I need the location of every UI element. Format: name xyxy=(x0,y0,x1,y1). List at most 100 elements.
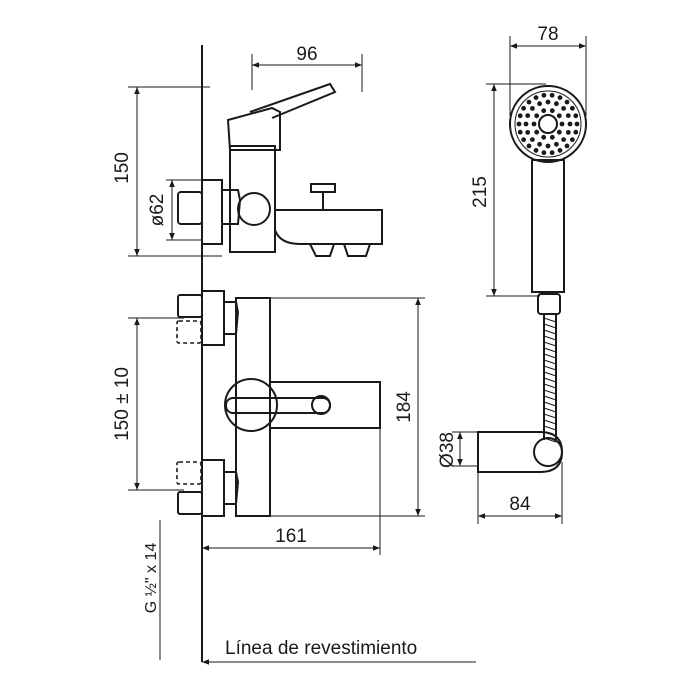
shower-outlet-side xyxy=(343,243,371,257)
mixer-top-view xyxy=(176,290,381,517)
nozzle xyxy=(517,113,523,119)
nozzle xyxy=(537,141,542,147)
dim-text-84: 84 xyxy=(509,494,531,515)
nozzle xyxy=(573,113,579,119)
nozzle xyxy=(549,134,555,140)
nozzle xyxy=(521,105,526,111)
upper-inlet-flange xyxy=(201,290,225,346)
dim-84: 84 xyxy=(477,462,563,524)
nozzle xyxy=(554,141,559,147)
hose-link xyxy=(543,377,557,383)
dim-161: 161 xyxy=(202,428,381,555)
caption-text: Línea de revestimiento xyxy=(225,638,417,659)
hand-shower xyxy=(477,85,587,473)
dim-text-215: 215 xyxy=(470,176,491,208)
hose-links xyxy=(543,317,557,443)
hose-link xyxy=(543,383,557,389)
lower-inlet-cap-dashed xyxy=(176,461,202,485)
mixer-side-view xyxy=(177,82,383,257)
nozzle xyxy=(531,121,537,127)
nozzle xyxy=(525,113,531,118)
body-boss-side xyxy=(237,192,271,226)
nozzle xyxy=(561,106,566,111)
nozzle xyxy=(530,137,535,143)
nozzle xyxy=(541,134,547,140)
dim-78: 78 xyxy=(509,24,587,116)
nozzle xyxy=(549,150,555,156)
nozzle xyxy=(565,113,571,118)
nozzle xyxy=(557,95,563,100)
nozzle xyxy=(526,143,532,149)
hose-link xyxy=(543,425,557,431)
nozzle xyxy=(521,137,526,143)
lower-inlet-cap xyxy=(177,491,203,515)
lower-inlet-flange xyxy=(201,459,225,517)
dim-o62: ø62 xyxy=(147,179,202,241)
dim-text-thread: G ½" x 14 xyxy=(143,543,160,614)
nozzle xyxy=(564,143,570,149)
nozzle xyxy=(556,129,562,135)
dim-215: 215 xyxy=(470,83,546,297)
nozzle xyxy=(545,99,551,105)
hose-link xyxy=(543,347,557,353)
nozzle xyxy=(523,121,529,127)
nozzle xyxy=(561,137,566,143)
nozzle xyxy=(557,148,563,153)
dim-150: 150 xyxy=(112,86,222,257)
dim-o38: Ø38 xyxy=(437,431,478,468)
shower-head-outer xyxy=(509,85,587,163)
shower-nozzles xyxy=(516,92,580,156)
nozzle xyxy=(573,129,579,135)
caption-group: Línea de revestimiento xyxy=(202,638,476,665)
nozzle xyxy=(541,92,547,98)
hose-link xyxy=(543,419,557,425)
dim-150-10: 150 ± 10 xyxy=(112,317,184,491)
nozzle xyxy=(545,143,551,149)
nozzle xyxy=(559,121,565,127)
shower-hose xyxy=(543,314,557,440)
hose-link xyxy=(543,353,557,359)
dim-text-o38: Ø38 xyxy=(437,432,458,468)
dim-184: 184 xyxy=(240,297,425,517)
hose-link xyxy=(543,401,557,407)
hose-link xyxy=(543,359,557,365)
shower-head-ring xyxy=(514,90,582,158)
nozzle xyxy=(516,121,522,127)
nozzle xyxy=(564,99,570,105)
hose-link xyxy=(543,323,557,329)
dim-text-78: 78 xyxy=(537,24,558,45)
shower-head-center xyxy=(538,114,558,134)
hose-link xyxy=(543,365,557,371)
lever-handle-side xyxy=(249,82,337,119)
nozzle xyxy=(530,106,535,111)
mixer-body-front xyxy=(235,297,271,517)
dim-text-o62: ø62 xyxy=(147,194,168,227)
nozzle xyxy=(517,129,523,135)
nozzle xyxy=(549,92,555,98)
hose-link xyxy=(543,317,557,323)
nozzle xyxy=(570,137,575,143)
hose-link xyxy=(543,407,557,413)
mixer-body-side xyxy=(229,145,276,253)
nozzle xyxy=(533,95,539,100)
dim-text-150: 150 xyxy=(112,152,133,184)
shower-handle xyxy=(531,159,565,293)
hose-link xyxy=(543,329,557,335)
nozzle xyxy=(565,130,571,135)
dim-text-150-10: 150 ± 10 xyxy=(112,367,133,441)
aerator-side xyxy=(309,243,335,257)
nozzle xyxy=(549,108,555,114)
spout-side xyxy=(274,209,383,245)
nozzle xyxy=(525,130,531,135)
dim-text-184: 184 xyxy=(394,391,415,423)
diverter-knob-top xyxy=(311,395,331,415)
nozzle xyxy=(534,113,540,119)
dim-text-161: 161 xyxy=(275,526,307,547)
hose-link xyxy=(543,371,557,377)
upper-inlet-cap xyxy=(177,294,203,318)
nozzle xyxy=(541,108,547,114)
hose-connector xyxy=(537,293,561,315)
nozzle xyxy=(533,148,539,153)
nozzle xyxy=(556,113,562,119)
